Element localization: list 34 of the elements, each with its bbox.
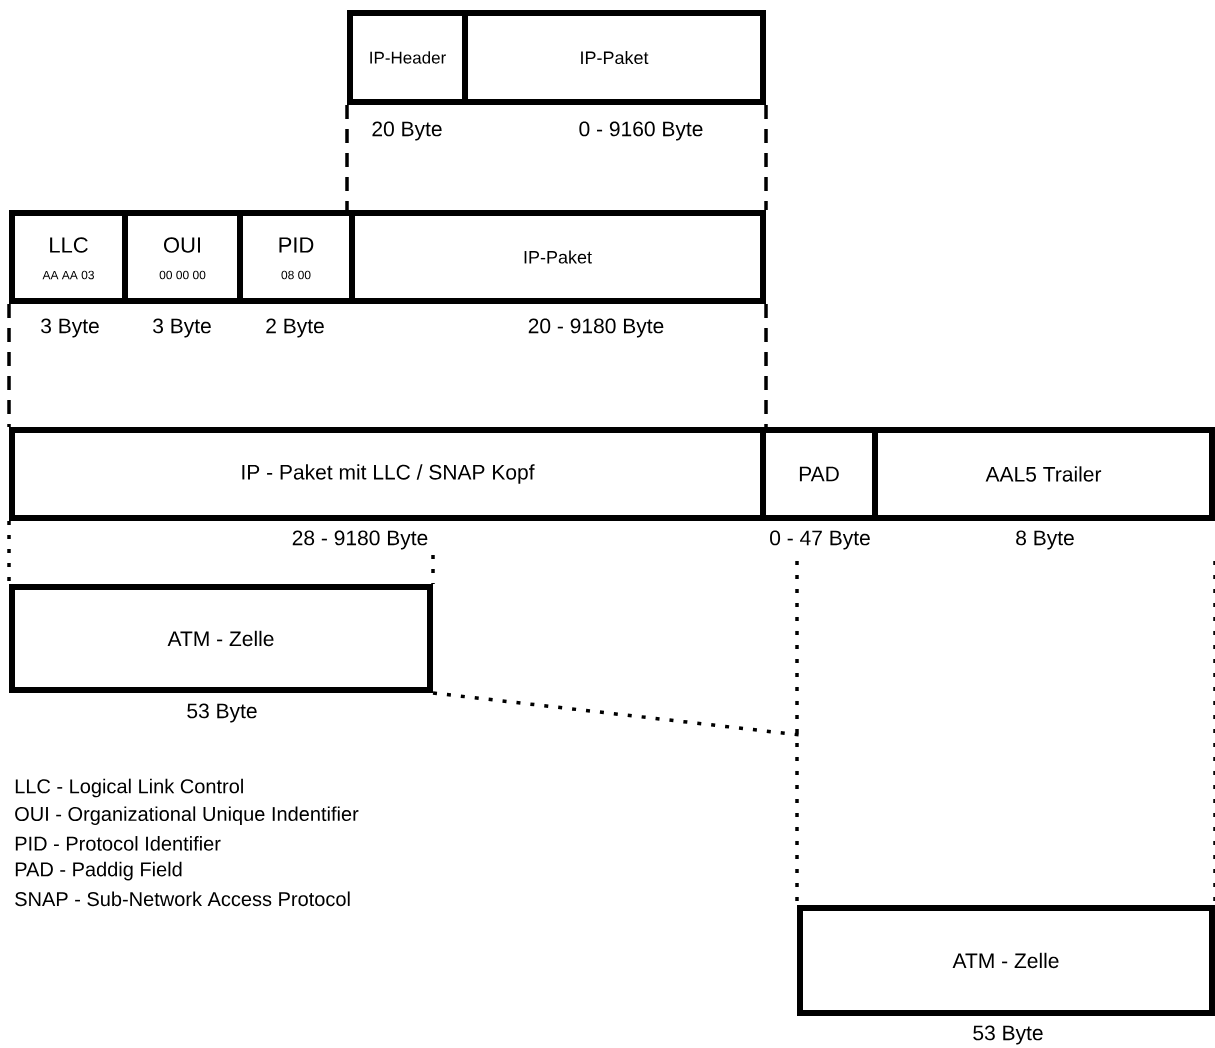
abbreviation-note: PAD - Paddig Field	[15, 861, 182, 881]
field-box: ATM - Zelle	[9, 584, 433, 693]
size-label: 28 - 9180 Byte	[292, 530, 428, 550]
size-label: 53 Byte	[187, 703, 257, 723]
field-box: ATM - Zelle	[797, 905, 1215, 1016]
size-label: 8 Byte	[1016, 530, 1074, 550]
size-label: 0 - 47 Byte	[770, 530, 870, 550]
projection-line	[7, 304, 11, 427]
field-box: OUI 00 00 00	[122, 210, 243, 304]
size-label: 20 Byte	[372, 121, 442, 141]
field-box: PAD	[760, 427, 878, 521]
size-label: 0 - 9160 Byte	[579, 121, 703, 141]
projection-line	[764, 304, 768, 427]
field-box: AAL5 Trailer	[872, 427, 1215, 521]
projection-line	[345, 105, 349, 210]
field-box: PID 08 00	[237, 210, 355, 304]
size-label: 53 Byte	[973, 1025, 1043, 1045]
projection-line	[7, 521, 11, 584]
size-label: 3 Byte	[153, 318, 211, 338]
field-box: IP - Paket mit LLC / SNAP Kopf	[9, 427, 766, 521]
projection-line	[432, 691, 801, 737]
field-box: IP-Paket	[349, 210, 766, 304]
projection-line	[431, 555, 435, 584]
size-label: 2 Byte	[266, 318, 324, 338]
field-box: IP-Paket	[462, 10, 766, 105]
field-box: IP-Header	[347, 10, 468, 105]
size-label: 20 - 9180 Byte	[528, 318, 664, 338]
size-label: 3 Byte	[41, 318, 99, 338]
abbreviation-note: PID - Protocol Identifier	[15, 836, 221, 851]
projection-line	[764, 105, 768, 210]
abbreviation-note: LLC - Logical Link Control	[15, 778, 243, 798]
field-box: LLC AA AA 03	[9, 210, 128, 304]
abbreviation-note: OUI - Organizational Unique Indentifier	[15, 806, 359, 825]
abbreviation-note: SNAP - Sub-Network Access Protocol	[15, 891, 350, 907]
